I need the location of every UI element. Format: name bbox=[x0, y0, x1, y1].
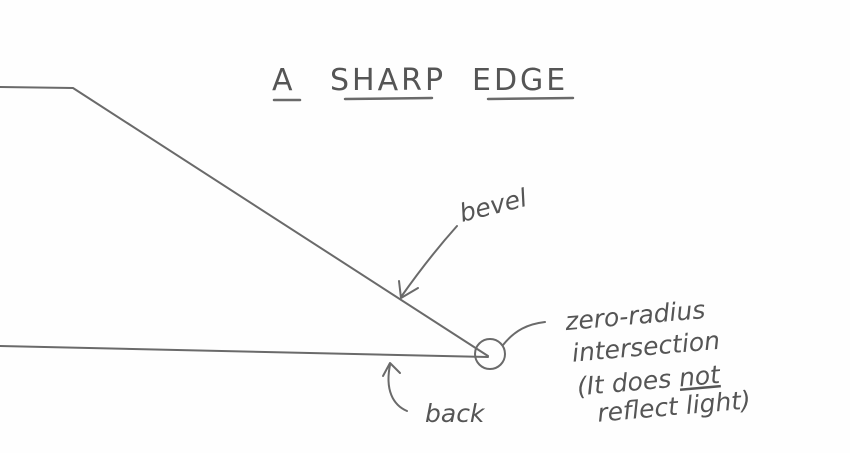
title-word-edge: EDGE bbox=[472, 63, 568, 98]
intersection-circle bbox=[474, 338, 506, 370]
title-word-sharp: SHARP bbox=[330, 63, 446, 98]
back-arrow-shaft bbox=[387, 364, 408, 412]
title-underline-sharp bbox=[343, 96, 434, 101]
back-label: back bbox=[425, 399, 486, 428]
bevel-label: bevel bbox=[456, 183, 529, 228]
intersection-annotation: zero-radius intersection (It does not re… bbox=[563, 295, 752, 428]
back-arrow-head bbox=[382, 362, 401, 377]
diagram-title: A SHARP EDGE bbox=[272, 63, 575, 102]
bevel-arrow-head bbox=[398, 280, 419, 299]
intersection-leader-line bbox=[502, 321, 546, 346]
bevel-arrow-shaft bbox=[400, 225, 458, 298]
note-emphasis-not: not bbox=[678, 360, 723, 393]
title-word-a: A bbox=[272, 63, 296, 98]
title-underline-edge bbox=[486, 96, 575, 101]
back-line bbox=[0, 345, 489, 358]
bevel-line bbox=[0, 86, 489, 357]
